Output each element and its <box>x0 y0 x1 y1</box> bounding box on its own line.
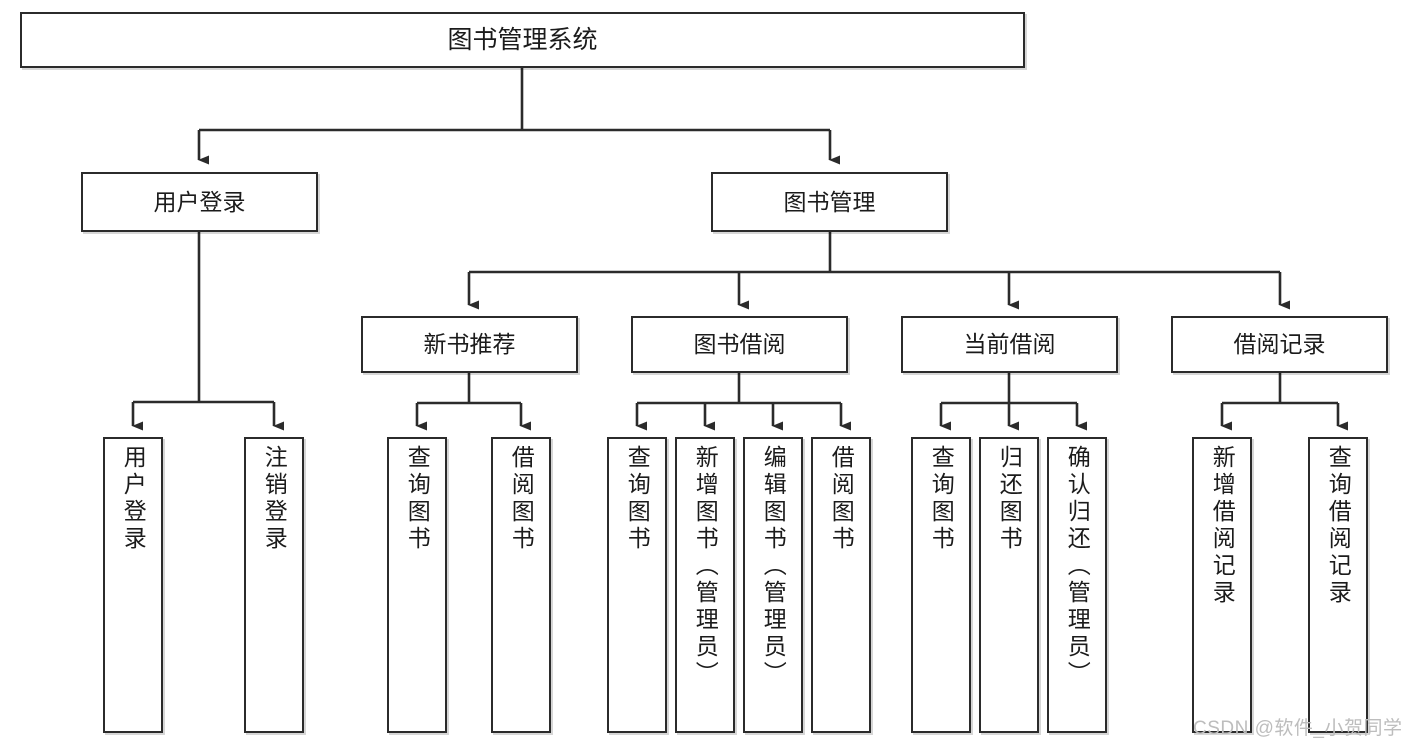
leaf-add-book-admin-label: 新增图书（管理员） <box>692 445 719 688</box>
leaf-user-login[interactable]: 用户登录 <box>103 437 163 733</box>
leaf-user-login-label: 用户登录 <box>120 445 147 553</box>
leaf-logout[interactable]: 注销登录 <box>244 437 304 733</box>
leaf-edit-book-admin[interactable]: 编辑图书（管理员） <box>743 437 803 733</box>
node-current-borrow-label: 当前借阅 <box>963 331 1056 358</box>
leaf-return-book[interactable]: 归还图书 <box>979 437 1039 733</box>
leaf-confirm-return-admin[interactable]: 确认归还（管理员） <box>1047 437 1107 733</box>
leaf-query-borrow-record-label: 查询借阅记录 <box>1325 445 1352 607</box>
node-root[interactable]: 图书管理系统 <box>20 12 1025 68</box>
leaf-add-book-admin[interactable]: 新增图书（管理员） <box>675 437 735 733</box>
leaf-query-book-3-label: 查询图书 <box>928 445 955 553</box>
node-borrow-record-label: 借阅记录 <box>1233 331 1326 358</box>
leaf-query-borrow-record[interactable]: 查询借阅记录 <box>1308 437 1368 733</box>
node-user-login-label: 用户登录 <box>153 188 246 215</box>
leaf-query-book-2[interactable]: 查询图书 <box>607 437 667 733</box>
node-book-management-label: 图书管理 <box>783 188 876 215</box>
leaf-logout-label: 注销登录 <box>261 445 288 553</box>
node-book-management[interactable]: 图书管理 <box>711 172 948 232</box>
leaf-edit-book-admin-label: 编辑图书（管理员） <box>760 445 787 688</box>
leaf-query-book-1[interactable]: 查询图书 <box>387 437 447 733</box>
node-book-borrow[interactable]: 图书借阅 <box>631 316 848 373</box>
leaf-query-book-3[interactable]: 查询图书 <box>911 437 971 733</box>
leaf-return-book-label: 归还图书 <box>996 445 1023 553</box>
leaf-confirm-return-admin-label: 确认归还（管理员） <box>1064 445 1091 688</box>
node-book-borrow-label: 图书借阅 <box>693 331 786 358</box>
leaf-borrow-book-1[interactable]: 借阅图书 <box>491 437 551 733</box>
leaf-borrow-book-2-label: 借阅图书 <box>828 445 855 553</box>
leaf-query-book-1-label: 查询图书 <box>404 445 431 553</box>
node-borrow-record[interactable]: 借阅记录 <box>1171 316 1388 373</box>
node-root-label: 图书管理系统 <box>447 25 598 54</box>
node-user-login[interactable]: 用户登录 <box>81 172 318 232</box>
leaf-borrow-book-1-label: 借阅图书 <box>508 445 535 553</box>
leaf-add-borrow-record-label: 新增借阅记录 <box>1209 445 1236 607</box>
leaf-query-book-2-label: 查询图书 <box>624 445 651 553</box>
node-new-book-recommend-label: 新书推荐 <box>423 331 516 358</box>
node-current-borrow[interactable]: 当前借阅 <box>901 316 1118 373</box>
leaf-borrow-book-2[interactable]: 借阅图书 <box>811 437 871 733</box>
node-new-book-recommend[interactable]: 新书推荐 <box>361 316 578 373</box>
leaf-add-borrow-record[interactable]: 新增借阅记录 <box>1192 437 1252 733</box>
